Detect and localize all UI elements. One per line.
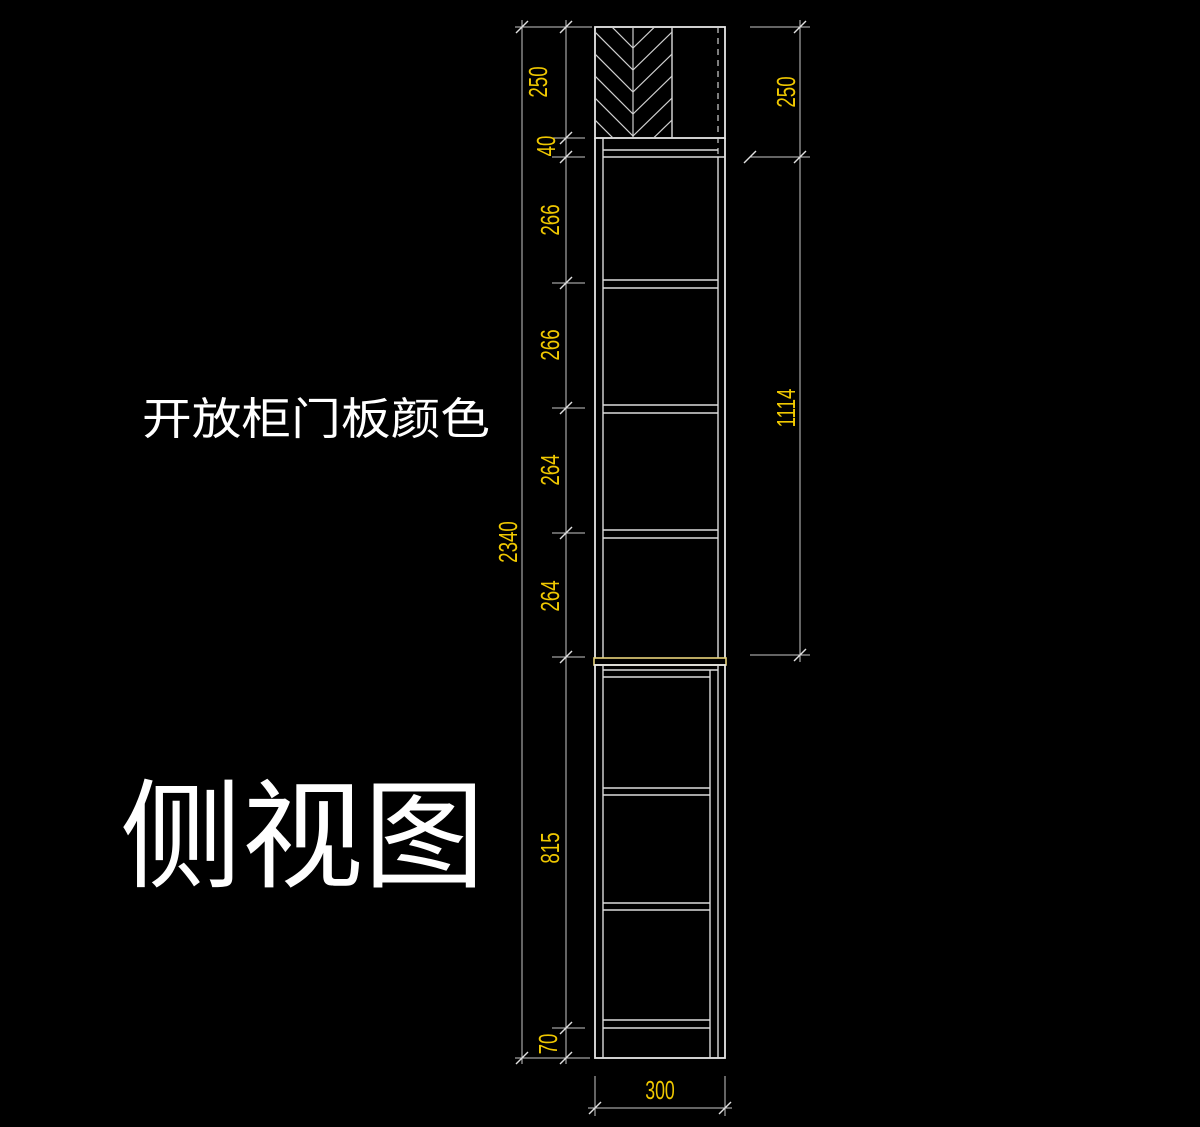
dim-label-shelf-4: 264 [535,580,565,611]
segment-dimensions-left [552,20,585,1065]
right-tick [743,150,757,164]
segment-tick [559,20,573,34]
dim-label-lower-cabinet: 815 [535,832,565,863]
highlighted-divider-panel [593,657,727,666]
herringbone-hatch [595,0,672,138]
overall-height-dimension [515,20,592,1065]
dim-label-width: 300 [645,1075,674,1104]
dim-label-top-left: 250 [523,66,553,97]
width-tick-right [718,1101,732,1115]
upper-cabinet [594,138,726,658]
right-tick [793,150,807,164]
dimension-labels: 250 40 266 266 264 264 815 70 2340 250 1… [493,66,801,1104]
right-dimensions [743,20,810,662]
lower-outline [594,664,726,1059]
segment-tick [559,131,573,145]
side-view-title: 侧视图 [120,768,485,906]
dim-label-shelf-1: 266 [535,204,565,235]
segment-tick [559,1051,573,1065]
dim-label-plinth: 70 [533,1034,563,1055]
dim-label-right-top: 250 [771,76,801,107]
crown-outline [594,26,726,139]
dim-label-top-gap: 40 [531,136,561,157]
segment-tick [559,150,573,164]
right-tick [793,648,807,662]
width-dimension [588,1076,732,1116]
segment-tick [559,1021,573,1035]
hatch-chevron [595,0,672,26]
dim-label-right-upper: 1114 [771,389,801,428]
segment-tick [559,276,573,290]
dim-label-shelf-2: 266 [535,329,565,360]
overall-tick-top [515,20,529,34]
segment-tick [559,526,573,540]
top-crown-box [594,0,726,157]
dim-label-overall-height: 2340 [493,521,523,563]
overall-tick-bottom [515,1051,529,1065]
dim-label-shelf-3: 264 [535,454,565,485]
hatch-chevron [596,119,672,138]
door-panel-color-note: 开放柜门板颜色 [142,394,490,445]
segment-tick [559,650,573,664]
width-tick-left [588,1101,602,1115]
segment-tick [559,401,573,415]
lower-cabinet [594,664,726,1059]
right-tick [793,20,807,34]
